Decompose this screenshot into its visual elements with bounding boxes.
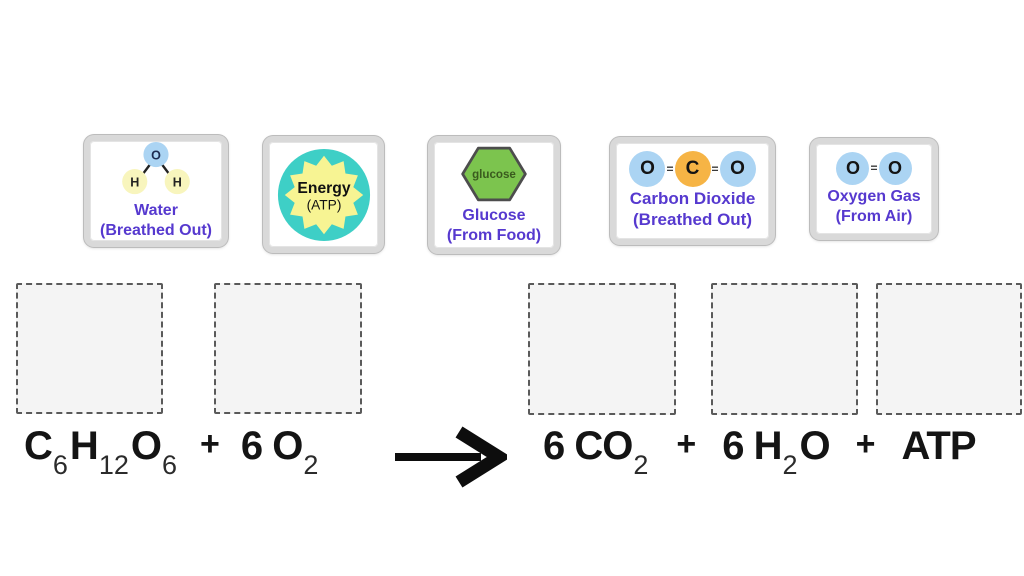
card-water-label: Water (Breathed Out) [100,201,212,240]
formula-text: 6 H [722,424,782,468]
card-carbon-dioxide-label-line2: (Breathed Out) [633,210,752,229]
card-glucose-face: glucose Glucose (From Food) [434,142,554,248]
card-water-label-line2: (Breathed Out) [100,222,212,239]
co2-molecule-diagram: O = C = O [629,151,756,188]
formula-water: 6 H2O [722,424,831,481]
plus-sign: + [855,425,876,463]
carbon-atom: C [674,151,711,188]
dropzone-reactant-2[interactable] [214,283,362,414]
formula-text: ATP [901,424,977,468]
formula-oxygen: 6 O2 [241,424,321,481]
double-bond: = [666,162,674,177]
formula-subscript: 2 [303,450,319,480]
energy-label: Energy [297,180,350,197]
card-water[interactable]: O H H Water (Breathed Out) [84,135,228,247]
card-energy-face: Energy (ATP) [269,142,378,247]
formula-text: O [799,424,831,468]
atp-label: (ATP) [306,197,341,212]
chemical-equation: C6H12O6 + 6 O2 6 CO2 + 6 H2O + ATP [0,424,1024,494]
double-bond: = [711,162,719,177]
dropzone-product-2[interactable] [711,283,858,415]
formula-text: O [130,424,162,468]
equation-products: 6 CO2 + 6 H2O + ATP [543,424,977,481]
card-water-label-line1: Water [134,202,178,220]
oxygen-atom: O [836,151,870,185]
dropzone-product-1[interactable] [528,283,676,415]
oxygen-atom: O [878,151,912,185]
o2-molecule-diagram: O = O [836,151,912,185]
oxygen-atom-label: O [151,149,161,163]
oxygen-atom: O [629,151,666,188]
card-carbon-dioxide-face: O = C = O Carbon Dioxide (Breathed Out) [616,143,769,239]
formula-atp: ATP [901,424,977,469]
card-carbon-dioxide-label-line1: Carbon Dioxide [629,189,756,209]
dropzone-product-3[interactable] [876,283,1022,415]
dropzone-reactant-1[interactable] [16,283,163,414]
formula-text: C [24,424,53,468]
glucose-hexagon-label: glucose [472,170,516,182]
water-molecule-diagram: O H H [122,142,190,195]
card-glucose-label-line1: Glucose [462,207,526,225]
card-glucose-label: Glucose (From Food) [447,206,541,245]
formula-subscript: 2 [782,450,798,480]
card-carbon-dioxide[interactable]: O = C = O Carbon Dioxide (Breathed Out) [610,137,775,245]
hydrogen-atom-label: H [130,176,139,190]
formula-subscript: 2 [633,450,649,480]
card-carbon-dioxide-label: Carbon Dioxide (Breathed Out) [630,189,756,230]
plus-sign: + [200,425,220,463]
card-water-face: O H H Water (Breathed Out) [90,141,222,241]
right-arrow-icon [395,426,507,488]
formula-text: 6 O [240,424,303,468]
formula-subscript: 6 [161,450,178,480]
card-glucose-label-line2: (From Food) [446,227,542,244]
formula-glucose: C6H12O6 [24,424,179,481]
card-energy-atp[interactable]: Energy (ATP) [263,136,384,253]
card-oxygen-gas-label-line2: (From Air) [835,207,913,225]
plus-sign: + [676,425,697,463]
formula-co2: 6 CO2 [543,424,650,481]
formula-subscript: 12 [98,450,129,480]
hydrogen-atom-label: H [173,176,182,190]
equation-reactants: C6H12O6 + 6 O2 [24,424,320,481]
energy-starburst-icon: Energy (ATP) [277,148,370,241]
double-bond: = [870,161,878,176]
oxygen-atom: O [719,151,756,188]
card-glucose[interactable]: glucose Glucose (From Food) [428,136,560,254]
card-oxygen-gas-label: Oxygen Gas (From Air) [827,187,920,226]
card-oxygen-gas-label-line1: Oxygen Gas [827,187,921,205]
formula-text: H [69,424,99,468]
card-oxygen-gas-face: O = O Oxygen Gas (From Air) [816,144,932,234]
formula-subscript: 6 [52,450,68,480]
card-oxygen-gas[interactable]: O = O Oxygen Gas (From Air) [810,138,938,240]
formula-text: 6 CO [543,424,633,468]
glucose-hexagon-icon: glucose [461,147,527,202]
